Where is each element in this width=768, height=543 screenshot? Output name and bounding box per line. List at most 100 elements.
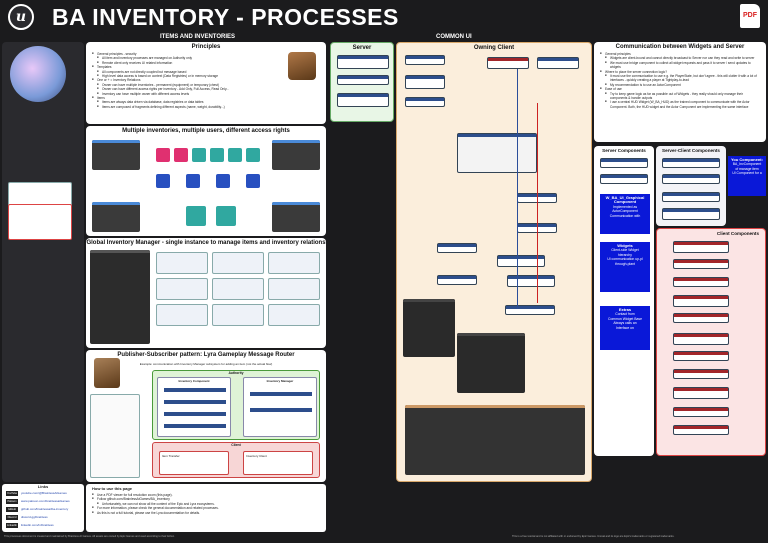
client-zone: Client Item Transfer Inventory Client — [152, 442, 320, 478]
links-title: Links — [2, 484, 84, 489]
inventory-tile-icon — [246, 148, 260, 162]
code-card — [268, 278, 320, 300]
authority-zone: Authority Inventory Component Inventory … — [152, 370, 320, 440]
card-line: UI Component for a — [732, 171, 762, 175]
card-line: BA_InvComponent — [733, 162, 761, 166]
message-row — [164, 412, 226, 416]
flow-line — [517, 69, 518, 309]
page-title: BA INVENTORY - PROCESSES — [52, 4, 399, 31]
message-row — [250, 408, 312, 412]
client-node — [405, 75, 445, 89]
component-node — [600, 158, 648, 168]
authority-label: Authority — [153, 371, 319, 375]
card-line: ActorComponent — [612, 209, 637, 213]
client-node — [437, 275, 477, 285]
inventory-tile-icon — [186, 174, 200, 188]
card-line: Contact from — [615, 312, 634, 316]
left-column — [2, 42, 84, 482]
client-node — [537, 57, 579, 69]
footer-right: This is a free tutorial and is not affil… — [512, 535, 674, 538]
notes-card — [8, 204, 72, 240]
card-line: Communication with — [610, 214, 641, 218]
server-node — [337, 93, 389, 107]
global-title: Global Inventory Manager - single instan… — [86, 238, 326, 248]
editor-screenshot — [403, 299, 455, 357]
discord-icon: Discord — [6, 515, 18, 520]
pdf-icon[interactable]: PDF — [740, 4, 760, 28]
section-label-common-ui: COMMON UI — [436, 34, 472, 40]
component-node — [662, 158, 720, 168]
bullet: As this is not a full tutorial, please u… — [92, 511, 320, 515]
inventory-tile-icon — [192, 148, 206, 162]
client-node — [437, 243, 477, 253]
global-manager-panel: Global Inventory Manager - single instan… — [86, 238, 326, 348]
card-line: hierarchy — [618, 253, 632, 257]
card-line: through-plant — [615, 262, 635, 266]
card-line: UI communication up-pl — [607, 257, 643, 261]
how-to-bullets: Use a PDF viewer for full resolution zoo… — [86, 493, 326, 515]
owning-client-panel: Owning Client — [396, 42, 592, 482]
pubsub-panel: Publisher-Subscriber pattern: Lyra Gamep… — [86, 350, 326, 482]
client-node — [505, 305, 555, 315]
blueprint-screenshot — [405, 405, 585, 475]
bullet: Items are composed of fragments defining… — [92, 105, 280, 109]
inventory-tile-icon — [228, 148, 242, 162]
card-line: of manage item — [735, 167, 758, 171]
link-text[interactable]: linkedin.com/in/brainless — [21, 523, 54, 527]
inventory-manager-box: Inventory Manager — [243, 377, 317, 437]
inventory-tile-icon — [156, 174, 170, 188]
component-node — [662, 192, 720, 202]
server-client-components-title: Server-Client Components — [656, 146, 726, 155]
component-node — [673, 259, 729, 269]
bullet: Try to keep game logic as far as possibl… — [600, 92, 760, 101]
inventory-component-box: Inventory Component — [157, 377, 231, 437]
code-card — [212, 304, 264, 326]
link-text[interactable]: youtube.com/@BrainlessAiGames — [21, 491, 67, 495]
component-node — [673, 313, 729, 323]
owning-client-title: Owning Client — [397, 43, 591, 53]
widgets-card: Widgets Client-side Widget hierarchy UI … — [600, 242, 650, 292]
outliner-thumb — [90, 250, 150, 344]
details-card — [90, 394, 140, 478]
link-text[interactable]: www.patreon.com/brainlessaiGames — [21, 499, 70, 503]
communication-title: Communication between Widgets and Server — [594, 42, 766, 52]
link-text[interactable]: github.com/brainlessai/ba-inventory — [21, 507, 68, 511]
server-client-components-panel: Server-Client Components — [656, 146, 726, 226]
how-to-panel: How to use this page Use a PDF viewer fo… — [86, 484, 326, 532]
code-card — [268, 252, 320, 274]
links-panel: Links YouTubeyoutube.com/@BrainlessAiGam… — [2, 484, 84, 532]
server-node — [337, 55, 389, 69]
card-line: Interface on — [616, 326, 634, 330]
pubsub-caption: Example: communication with Inventory Ma… — [86, 362, 326, 366]
youtube-icon: YouTube — [6, 491, 18, 496]
screenshot-thumb — [92, 140, 140, 170]
screenshot-thumb — [272, 140, 320, 170]
component-node — [673, 425, 729, 435]
server-title: Server — [331, 43, 393, 53]
server-panel: Server — [330, 42, 394, 122]
component-node — [673, 241, 729, 253]
component-node — [673, 407, 729, 417]
component-node — [673, 277, 729, 287]
client-components-title: Client Components — [657, 229, 765, 238]
unreal-logo-icon: u — [8, 4, 34, 30]
communication-panel: Communication between Widgets and Server… — [594, 42, 766, 142]
component-node — [662, 174, 720, 184]
inventory-tile-icon — [210, 148, 224, 162]
card-line: Client-side Widget — [611, 248, 639, 252]
inventory-component-label: Inventory Component — [158, 378, 230, 383]
editor-screenshot — [457, 333, 525, 393]
principles-title: Principles — [86, 42, 326, 52]
server-components-panel: Server Components W_BA_UI_Graphical Comp… — [594, 146, 654, 456]
component-node — [673, 387, 729, 399]
link-text[interactable]: discord.gg/brainless — [21, 515, 48, 519]
card-title: W_BA_UI_Graphical Component — [602, 196, 648, 205]
code-card — [156, 304, 208, 326]
backpack-icon — [288, 52, 316, 80]
inventory-tile-icon — [216, 174, 230, 188]
